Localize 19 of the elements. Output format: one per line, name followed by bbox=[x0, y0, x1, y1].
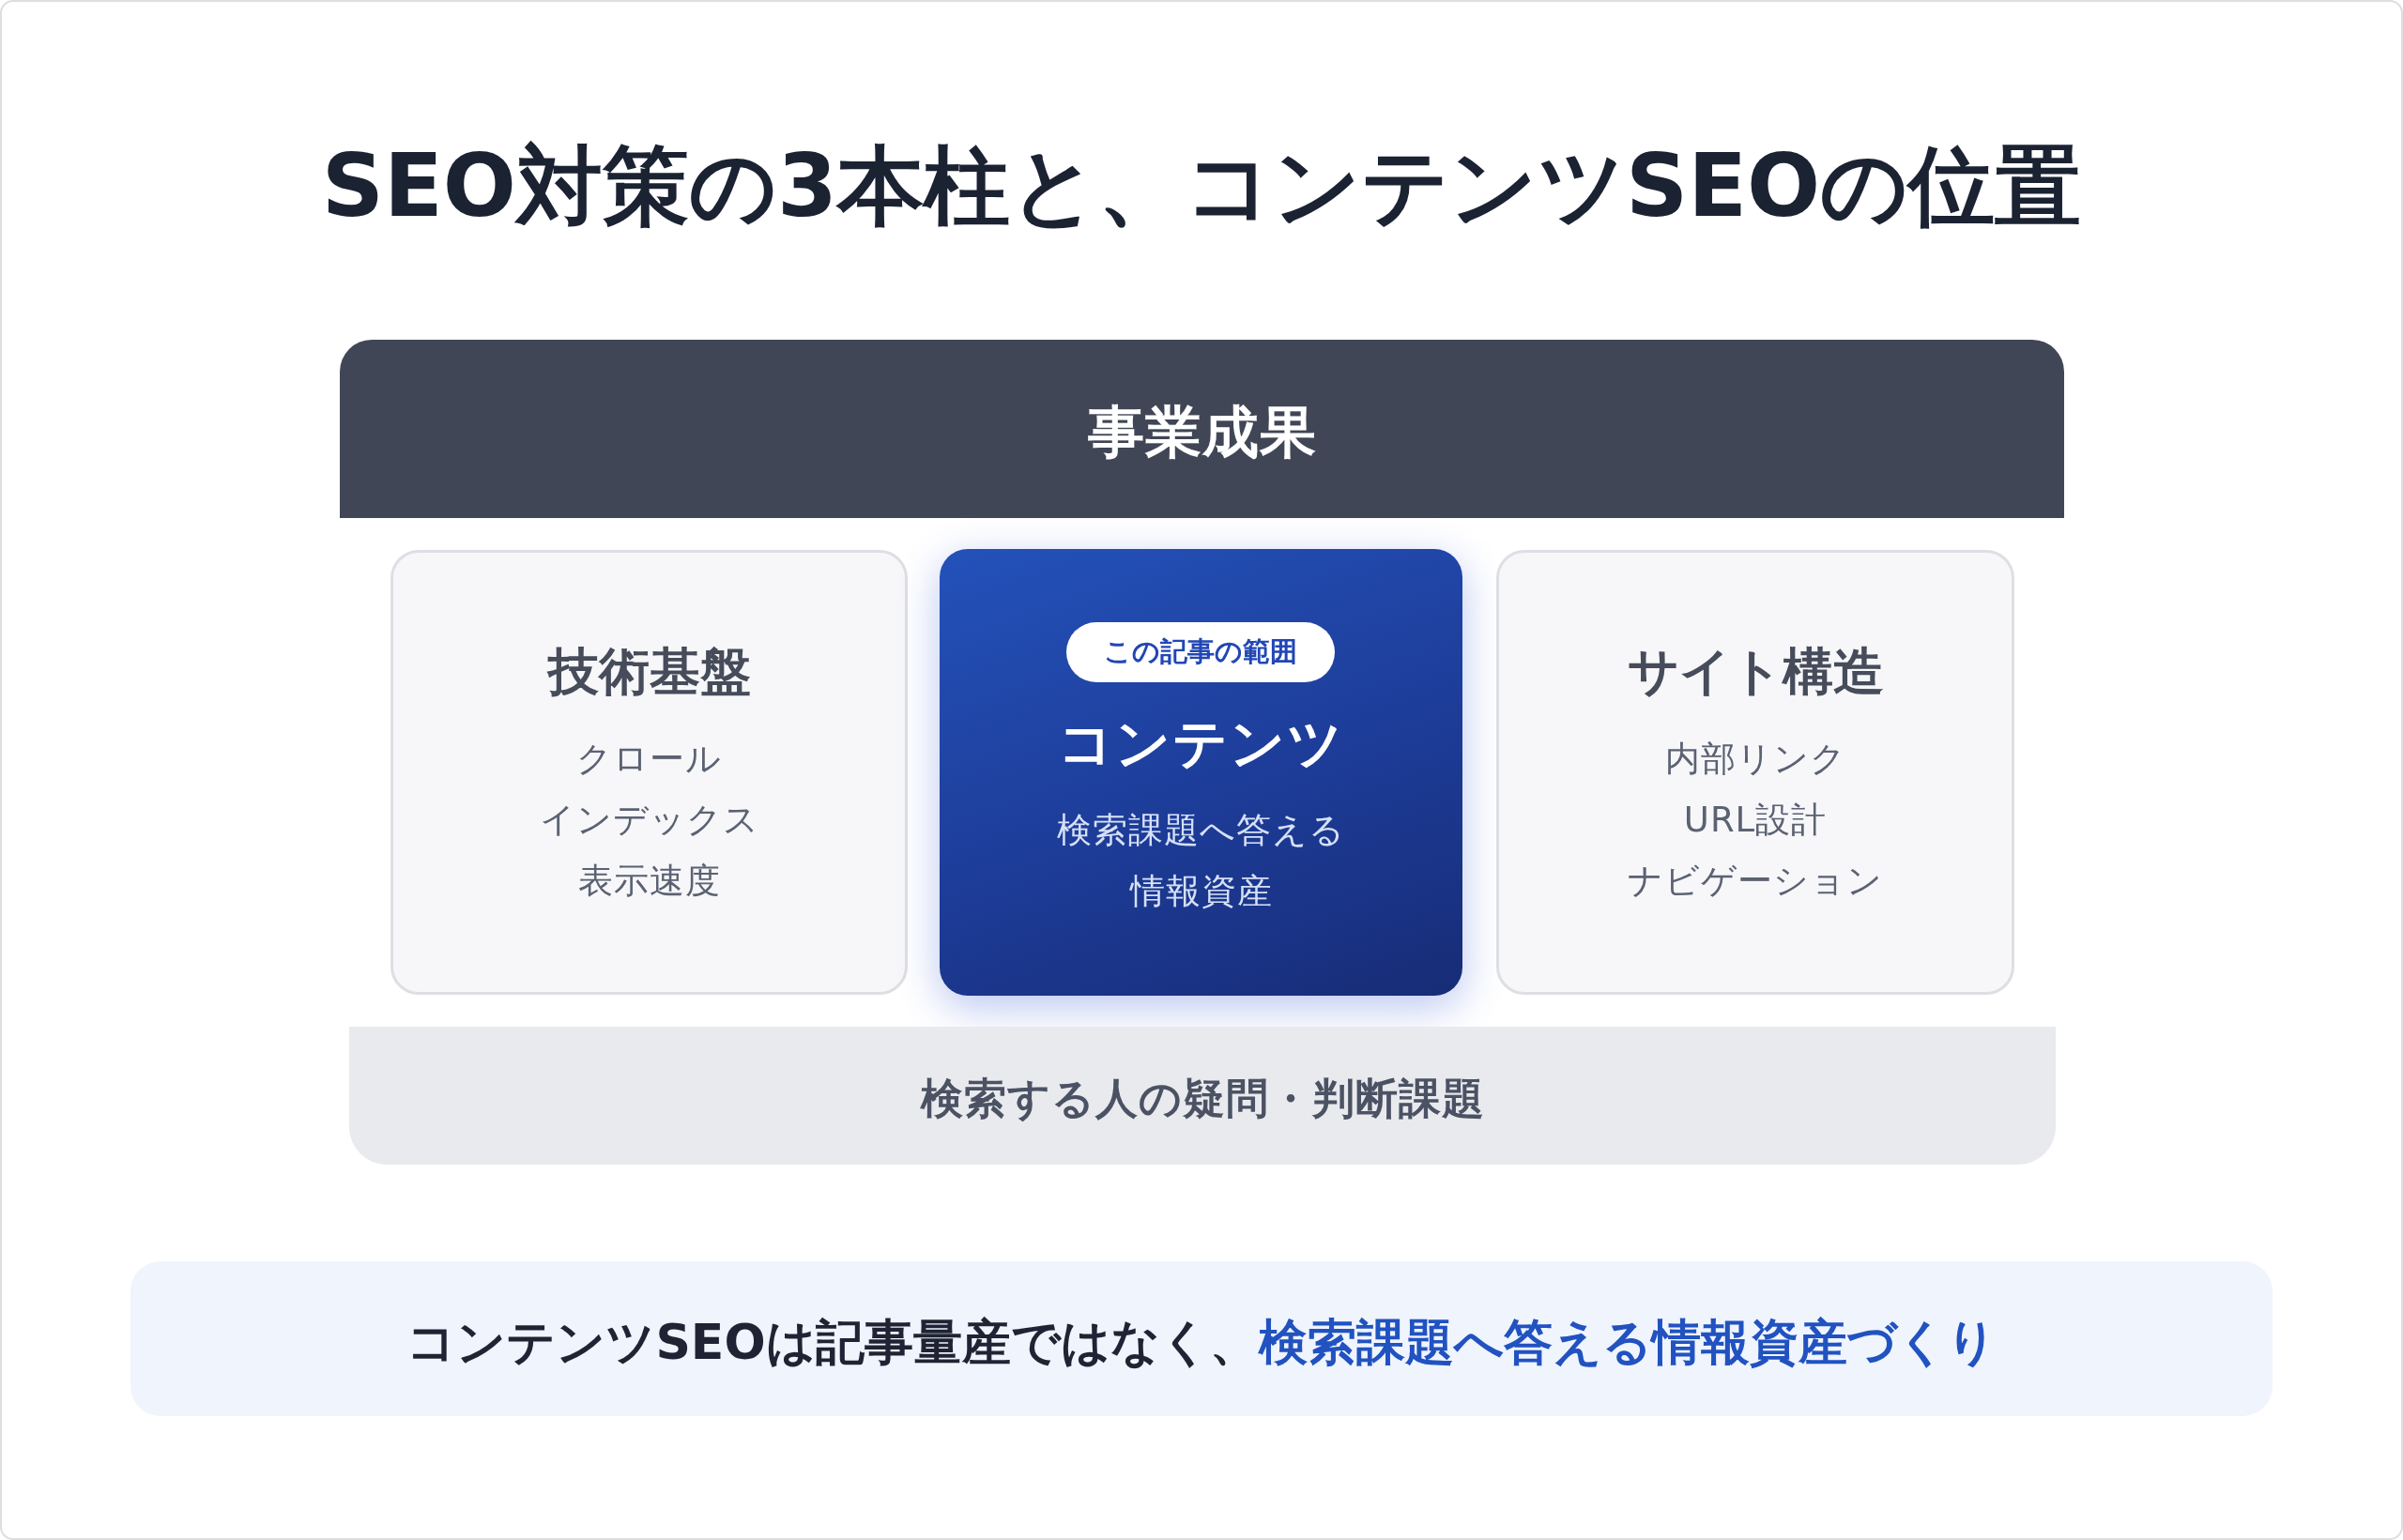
pillar-heading: 技術基盤 bbox=[547, 641, 751, 704]
summary-text: コンテンツSEOは記事量産ではなく、検索課題へ答える情報資産づくり bbox=[406, 1312, 1997, 1372]
band-label: 検索する人の疑問・判断課題 bbox=[920, 1072, 1485, 1125]
pillar-description: 検索課題へ答える情報資産 bbox=[1056, 809, 1346, 913]
pillar-item: 表示速度 bbox=[577, 859, 721, 903]
highlighted-pillar-card bbox=[940, 549, 1462, 996]
pillar-card bbox=[390, 550, 908, 995]
scope-badge: この記事の範囲 bbox=[1066, 622, 1335, 682]
pillar-item: ナビゲーション bbox=[1628, 859, 1883, 903]
pillar-heading: サイト構造 bbox=[1627, 641, 1884, 704]
pillar-card bbox=[1496, 550, 2014, 995]
pillar-item: クロール bbox=[576, 737, 722, 781]
pillar-heading: コンテンツ bbox=[1058, 709, 1344, 777]
pillar-item: インデックス bbox=[539, 798, 759, 842]
pillar-item: URL設計 bbox=[1683, 798, 1828, 842]
roof-band bbox=[340, 340, 2064, 518]
title-text: SEO対策の3本柱と、コンテンツSEOの位置 bbox=[321, 134, 2082, 238]
pillar-item: 内部リンク bbox=[1664, 737, 1846, 781]
roof-label: 事業成果 bbox=[1087, 397, 1317, 466]
